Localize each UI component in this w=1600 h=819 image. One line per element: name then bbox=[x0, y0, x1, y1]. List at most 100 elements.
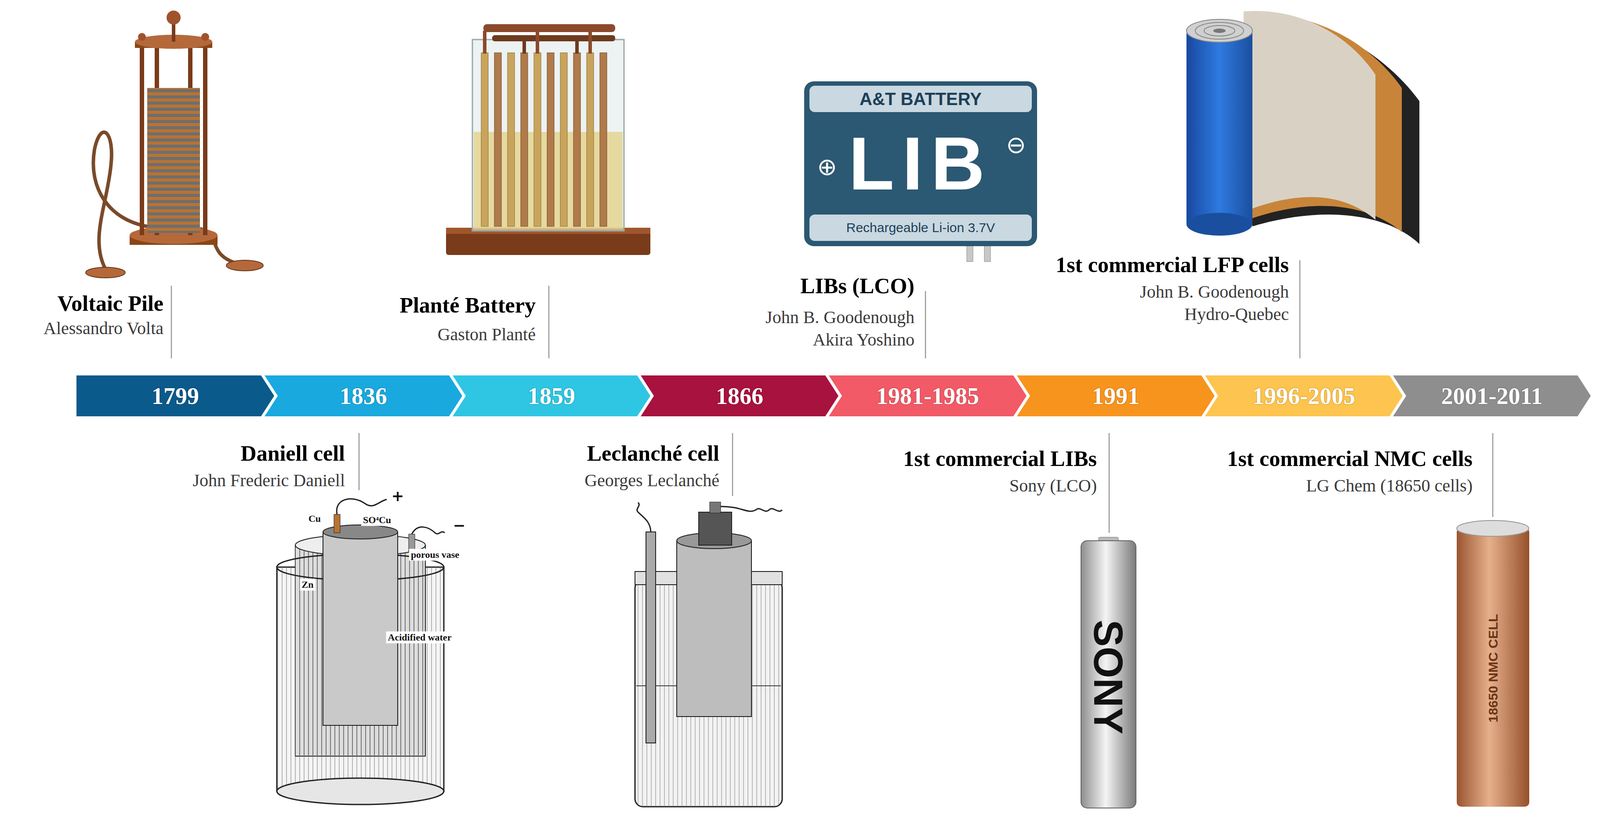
cell-label-band bbox=[809, 214, 1032, 241]
cell-body bbox=[804, 81, 1038, 247]
cell-marking: 18650 NMC CELL bbox=[1486, 613, 1500, 723]
cell-can bbox=[1081, 540, 1136, 808]
part-label: SO⁴Cu bbox=[361, 513, 393, 526]
chevron-fill bbox=[1204, 375, 1403, 417]
event-credit: Sony (LCO) bbox=[1009, 475, 1097, 496]
chevron-fill bbox=[828, 375, 1027, 417]
event-credit: LG Chem (18650 cells) bbox=[1306, 475, 1473, 496]
part-label: porous vase bbox=[409, 548, 461, 561]
carbon-block bbox=[698, 511, 732, 545]
daniell-cell-illustration bbox=[276, 498, 445, 805]
cell-can bbox=[1186, 30, 1253, 225]
jelly-roll bbox=[1213, 28, 1226, 33]
year-label: 1991 bbox=[1092, 382, 1140, 410]
year-label: 1981-1985 bbox=[876, 382, 980, 410]
polarity-sign: − bbox=[451, 517, 468, 533]
connector-bar bbox=[492, 35, 616, 42]
plate-hanger bbox=[482, 30, 487, 54]
year-label: 1799 bbox=[151, 382, 200, 410]
year-label: 1836 bbox=[339, 382, 388, 410]
brand-text: A&T BATTERY bbox=[859, 88, 982, 109]
part-label: Zn bbox=[300, 578, 316, 591]
year-chevron: 1836 bbox=[264, 375, 463, 417]
spec-text: Rechargeable Li-ion 3.7V bbox=[846, 220, 996, 236]
leader-lines bbox=[171, 260, 1493, 533]
chevron-text-box: 1836 bbox=[264, 375, 463, 417]
chevron-text-box: 1859 bbox=[452, 375, 651, 417]
lfp-cell-illustration bbox=[1186, 10, 1420, 244]
chevron-text-box: 1866 bbox=[640, 375, 839, 417]
jelly-roll bbox=[1186, 19, 1253, 43]
wooden-base bbox=[446, 230, 651, 255]
wire bbox=[411, 526, 445, 534]
contact-plate bbox=[85, 267, 126, 278]
event-title: 1st commercial NMC cells bbox=[1226, 446, 1473, 472]
plate-hanger bbox=[535, 30, 540, 54]
cell-can bbox=[1186, 212, 1253, 236]
year-label: 1996-2005 bbox=[1252, 382, 1356, 410]
voltaic-pile-illustration bbox=[85, 10, 264, 278]
lead-plate bbox=[520, 52, 528, 227]
plate-hanger bbox=[588, 30, 592, 54]
year-chevron: 1996-2005 bbox=[1204, 375, 1403, 417]
event-credit: Alessandro Volta bbox=[43, 318, 164, 339]
year-label: 1866 bbox=[715, 382, 764, 410]
event-credit: John B. Goodenough bbox=[765, 307, 915, 328]
rod bbox=[139, 39, 145, 236]
wire bbox=[720, 506, 783, 512]
plante-battery-illustration bbox=[446, 24, 651, 255]
chevron-fill bbox=[1393, 375, 1591, 417]
year-chevron: 1799 bbox=[76, 375, 275, 417]
wire bbox=[336, 498, 387, 515]
glass-jar bbox=[276, 777, 444, 805]
chevron-text-box: 1981-1985 bbox=[828, 375, 1027, 417]
lead-plate bbox=[560, 52, 568, 227]
plate-hanger bbox=[522, 40, 527, 54]
event-credit: John B. Goodenough bbox=[1139, 281, 1289, 302]
event-credit: Gaston Planté bbox=[437, 324, 536, 345]
terminal-symbol: ⊖ bbox=[1005, 133, 1026, 157]
lead-plate bbox=[586, 52, 594, 227]
jelly-roll bbox=[1204, 25, 1235, 37]
zinc-rod bbox=[645, 531, 656, 743]
lead-plate bbox=[481, 52, 489, 227]
year-chevron: 1981-1985 bbox=[828, 375, 1027, 417]
event-title: Daniell cell bbox=[240, 440, 345, 467]
leader-line bbox=[925, 290, 927, 359]
cell-label-band bbox=[809, 85, 1032, 113]
event-title: LIBs (LCO) bbox=[800, 273, 915, 299]
porous-vase bbox=[322, 531, 398, 726]
knob bbox=[137, 32, 146, 41]
year-chevron: 1991 bbox=[1016, 375, 1215, 417]
chevron-fill bbox=[264, 375, 463, 417]
year-label: 1859 bbox=[527, 382, 576, 410]
chevron-text-box: 1799 bbox=[76, 375, 275, 417]
year-label: 2001-2011 bbox=[1440, 382, 1543, 410]
porous-pot bbox=[676, 540, 752, 717]
product-text: LIB bbox=[848, 126, 993, 201]
chevron-fill bbox=[76, 375, 275, 417]
copper-terminal bbox=[333, 514, 341, 533]
knob bbox=[166, 10, 181, 25]
cell-can bbox=[1456, 527, 1530, 807]
polarity-sign: + bbox=[389, 488, 407, 504]
terminal-symbol: ⊕ bbox=[816, 155, 837, 179]
part-label: Acidified water bbox=[386, 631, 454, 643]
event-title: 1st commercial LIBs bbox=[903, 446, 1097, 472]
rod bbox=[203, 39, 208, 236]
terminal-screw bbox=[709, 501, 721, 513]
nmc-cell-illustration bbox=[1456, 520, 1530, 807]
disc-stack bbox=[147, 87, 200, 233]
event-title: 1st commercial LFP cells bbox=[1055, 252, 1289, 278]
brand-text: SONY bbox=[1088, 619, 1129, 735]
sony-cell-illustration bbox=[1081, 536, 1136, 808]
lead-plate bbox=[573, 52, 581, 227]
event-title: Leclanché cell bbox=[587, 440, 720, 467]
chevron-fill bbox=[452, 375, 651, 417]
chevron-text-box: 1991 bbox=[1016, 375, 1215, 417]
leader-line bbox=[732, 432, 734, 496]
lib-pouch-cell-illustration bbox=[804, 81, 1038, 262]
chevron-text-box: 1996-2005 bbox=[1204, 375, 1403, 417]
